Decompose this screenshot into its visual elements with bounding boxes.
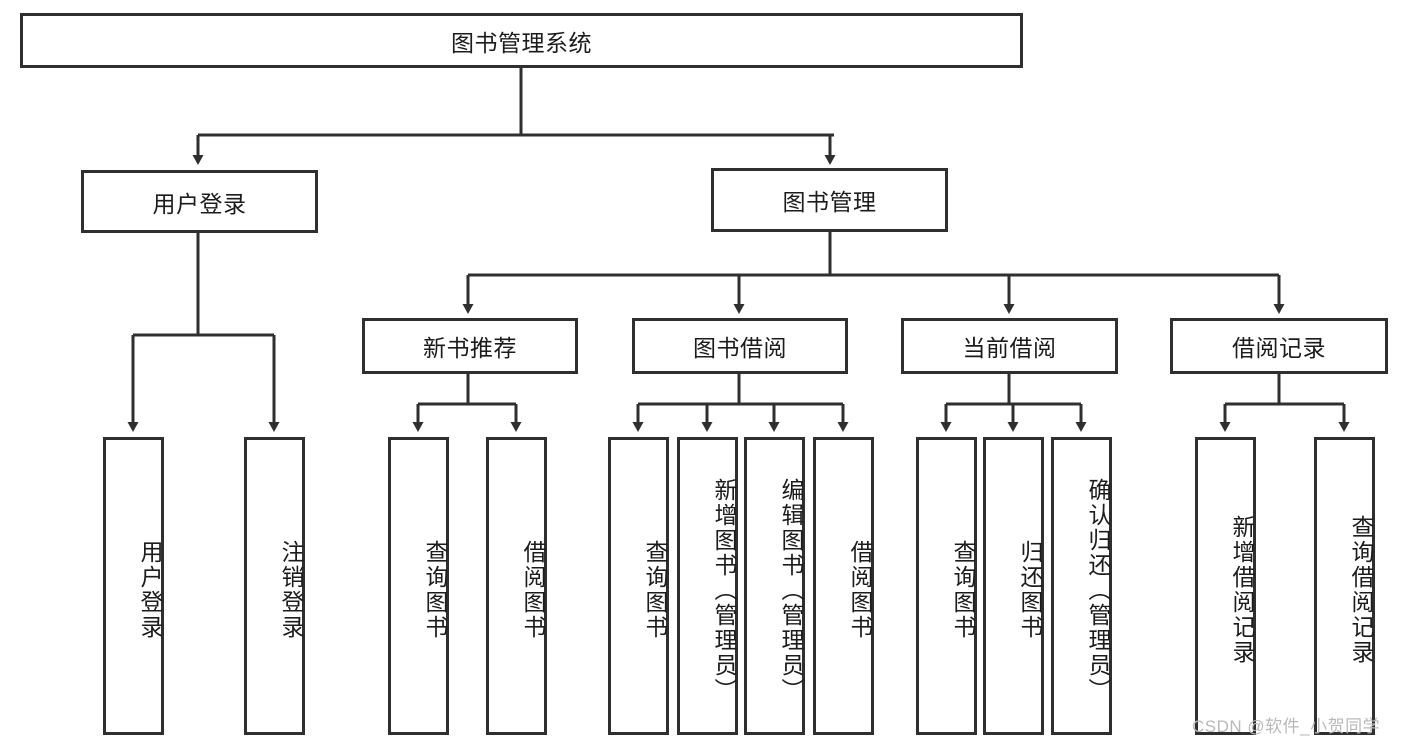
leaf-logout[interactable]: 注销登录	[244, 437, 305, 735]
leaf-query-borrow-record[interactable]: 查询借阅记录	[1314, 437, 1375, 735]
node-label: 编辑图书（管理员）	[778, 477, 804, 703]
node-new-book-recommend[interactable]: 新书推荐	[362, 318, 578, 374]
leaf-borrow-book[interactable]: 借阅图书	[813, 437, 874, 735]
leaf-edit-book-admin[interactable]: 编辑图书（管理员）	[744, 437, 805, 735]
node-label: 用户登录	[152, 190, 247, 217]
node-label: 借阅图书	[520, 540, 546, 640]
node-label: 借阅记录	[1232, 335, 1326, 361]
node-label: 图书管理系统	[451, 29, 592, 56]
leaf-return-book[interactable]: 归还图书	[983, 437, 1044, 735]
node-current-borrow[interactable]: 当前借阅	[901, 318, 1118, 374]
node-label: 图书借阅	[693, 335, 787, 361]
watermark: CSDN @软件_小贺同学	[1192, 717, 1381, 736]
leaf-query-book-recommend[interactable]: 查询图书	[388, 437, 449, 735]
node-label: 新增图书（管理员）	[711, 477, 737, 703]
node-label: 归还图书	[1017, 540, 1043, 640]
node-label: 图书管理	[782, 189, 877, 215]
leaf-query-book-current[interactable]: 查询图书	[916, 437, 977, 735]
leaf-add-book-admin[interactable]: 新增图书（管理员）	[677, 437, 738, 735]
leaf-query-book-borrow[interactable]: 查询图书	[608, 437, 669, 735]
node-label: 查询图书	[642, 540, 668, 640]
node-label: 查询借阅记录	[1348, 515, 1374, 665]
node-borrow-record[interactable]: 借阅记录	[1170, 318, 1388, 374]
node-label: 确认归还（管理员）	[1085, 477, 1111, 703]
leaf-confirm-return-admin[interactable]: 确认归还（管理员）	[1051, 437, 1112, 735]
leaf-add-borrow-record[interactable]: 新增借阅记录	[1195, 437, 1256, 735]
node-book-borrow[interactable]: 图书借阅	[632, 318, 848, 374]
node-user-login[interactable]: 用户登录	[81, 170, 318, 233]
leaf-borrow-book-recommend[interactable]: 借阅图书	[486, 437, 547, 735]
node-label: 新书推荐	[423, 335, 517, 361]
node-book-management[interactable]: 图书管理	[711, 168, 948, 232]
node-label: 用户登录	[137, 540, 163, 640]
node-label: 注销登录	[278, 540, 304, 640]
node-label: 当前借阅	[962, 335, 1057, 361]
leaf-user-login[interactable]: 用户登录	[103, 437, 164, 735]
node-root-system[interactable]: 图书管理系统	[20, 13, 1023, 68]
node-label: 查询图书	[950, 540, 976, 640]
node-label: 查询图书	[422, 540, 448, 640]
node-label: 新增借阅记录	[1229, 515, 1255, 665]
node-label: 借阅图书	[847, 540, 873, 640]
